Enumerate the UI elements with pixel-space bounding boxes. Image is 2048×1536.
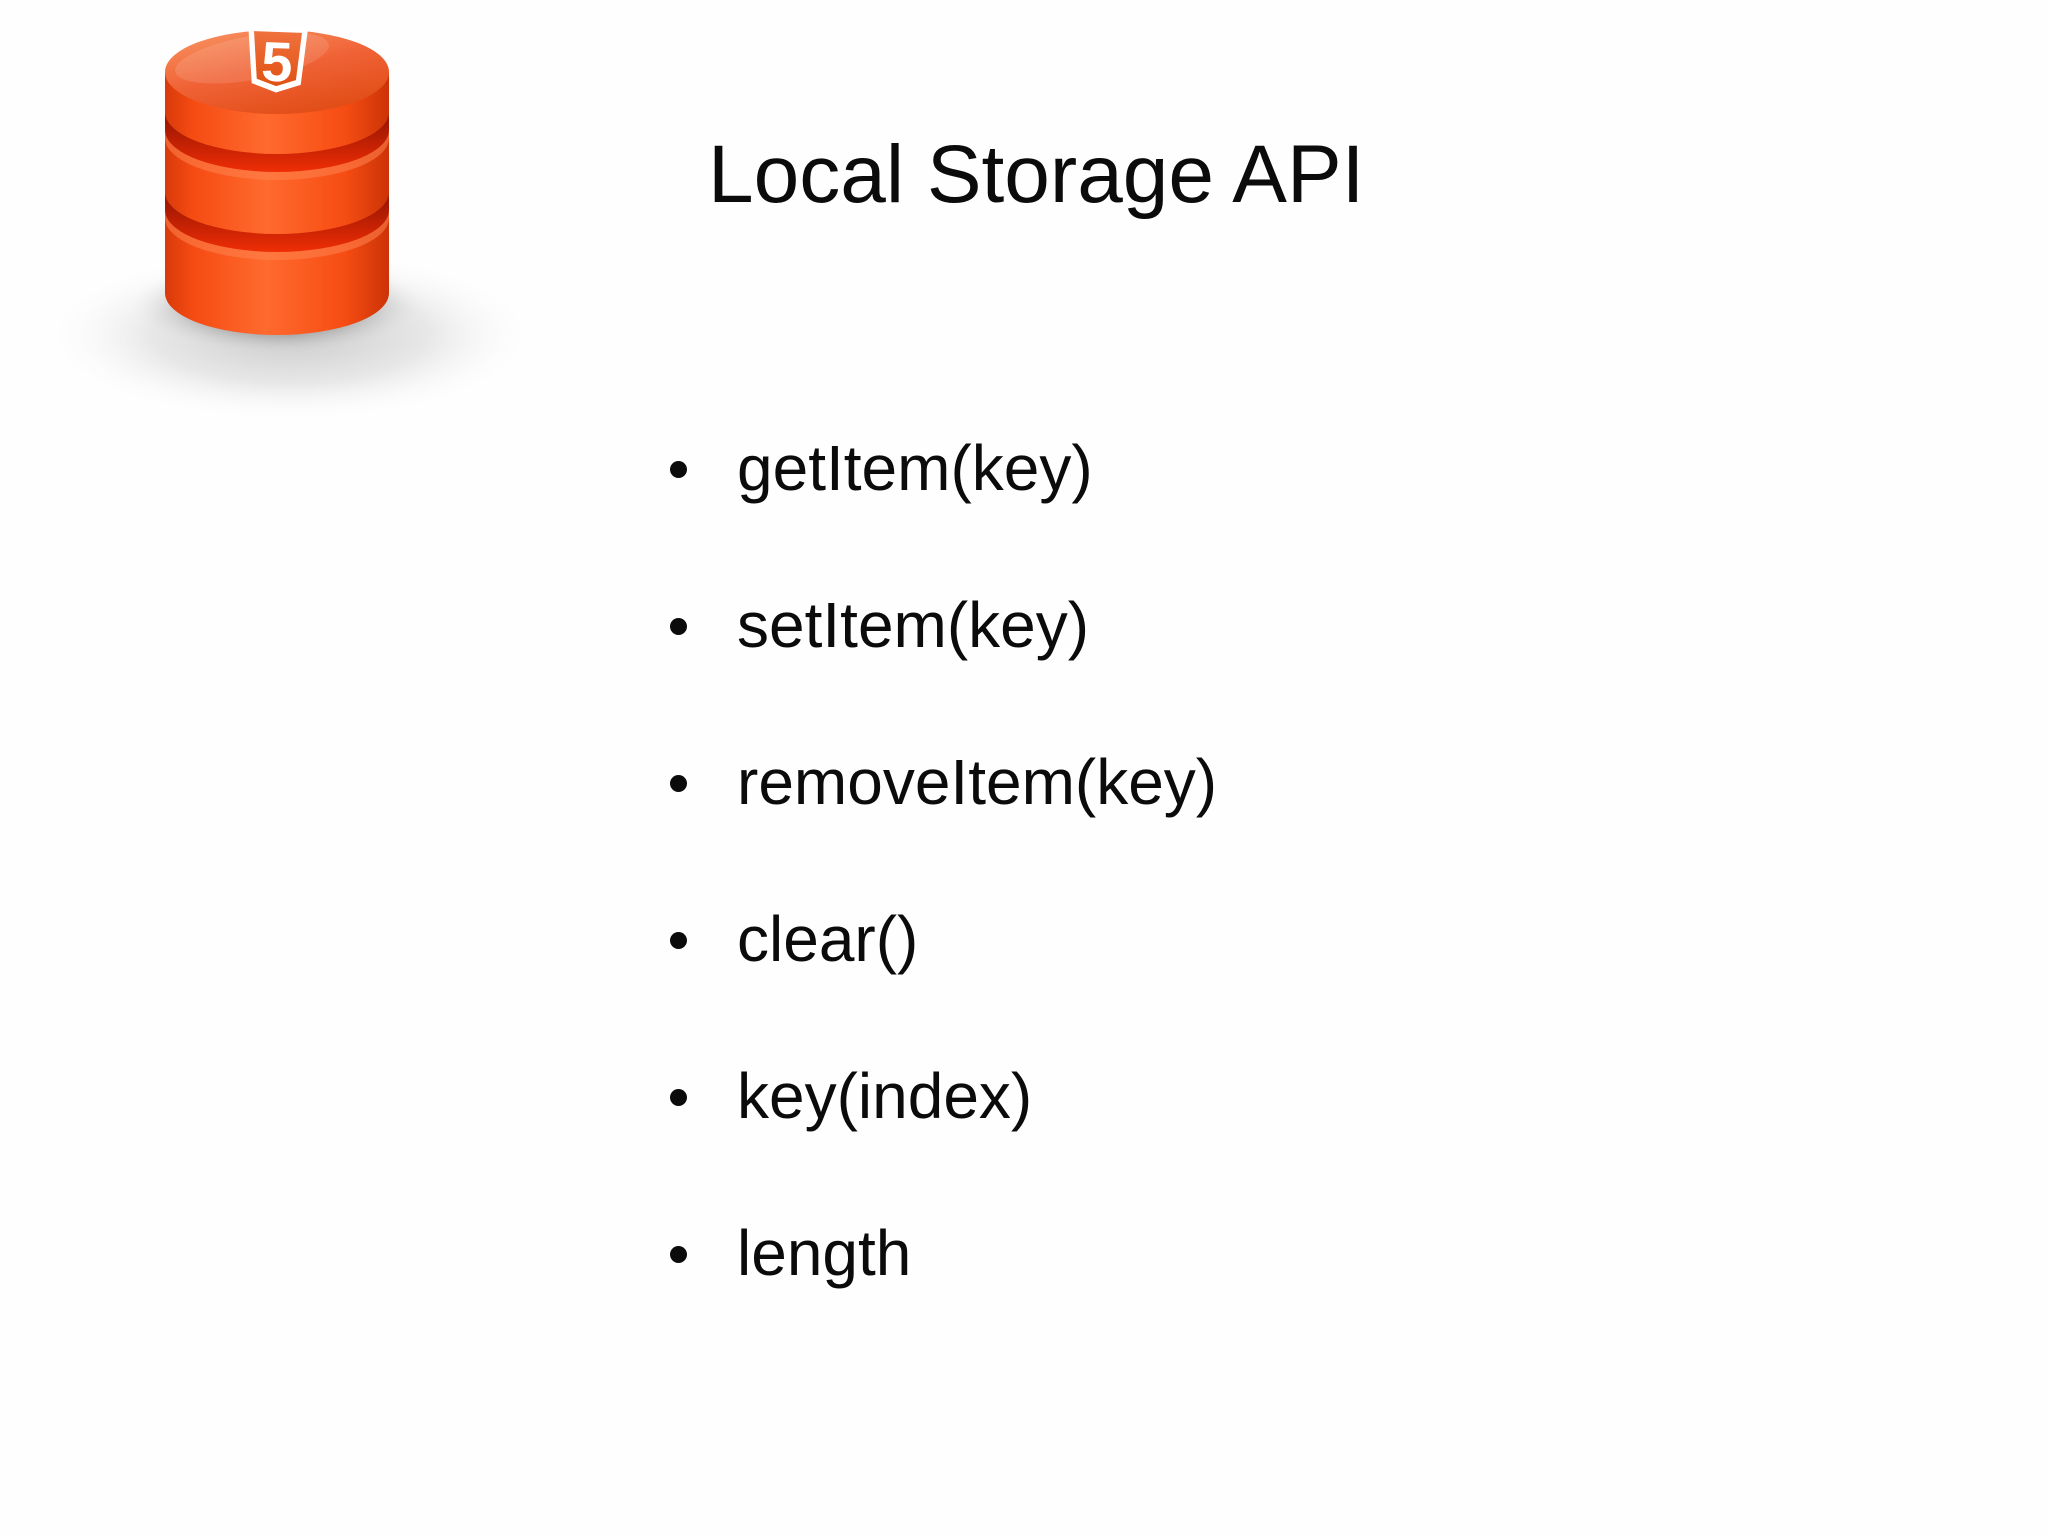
bullet-icon — [670, 932, 687, 949]
list-item-label: key(index) — [737, 1060, 1033, 1132]
list-item-label: clear() — [737, 903, 919, 975]
list-item: clear() — [670, 907, 1217, 972]
bullet-icon — [670, 461, 687, 478]
bullet-icon — [670, 1089, 687, 1106]
database-icon-graphic: 5 — [40, 24, 540, 423]
list-item: length — [670, 1221, 1217, 1286]
bullet-icon — [670, 775, 687, 792]
list-item: setItem(key) — [670, 593, 1217, 658]
shield-badge-text: 5 — [260, 29, 293, 93]
list-item: removeItem(key) — [670, 750, 1217, 815]
list-item-label: removeItem(key) — [737, 746, 1218, 818]
html5-shield-icon: 5 — [248, 24, 309, 94]
bullet-icon — [670, 1246, 687, 1263]
bullet-icon — [670, 618, 687, 635]
page-title: Local Storage API — [708, 129, 1365, 220]
html5-database-icon: 5 — [0, 0, 560, 480]
list-item-label: length — [737, 1217, 912, 1289]
list-item-label: getItem(key) — [737, 432, 1093, 504]
api-method-list: getItem(key) setItem(key) removeItem(key… — [670, 436, 1217, 1286]
list-item: getItem(key) — [670, 436, 1217, 501]
list-item: key(index) — [670, 1064, 1217, 1129]
list-item-label: setItem(key) — [737, 589, 1090, 661]
